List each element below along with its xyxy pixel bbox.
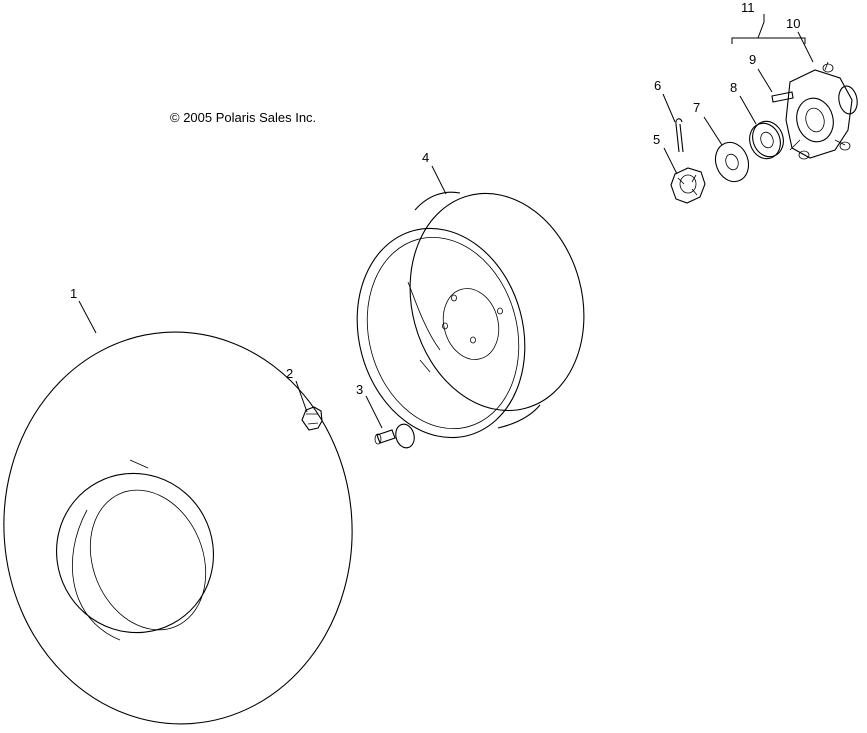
callout-2: 2: [286, 366, 293, 381]
leader-9: [757, 68, 773, 93]
callout-5: 5: [653, 132, 660, 147]
callout-labels: 1 2 3 4 5 6 7 8 9 10 11: [70, 0, 800, 397]
leader-1: [78, 300, 97, 334]
leader-4: [431, 165, 447, 195]
castle-nut-icon: [670, 167, 706, 204]
callout-1: 1: [70, 286, 77, 301]
leader-3: [365, 395, 383, 429]
callout-7: 7: [693, 100, 700, 115]
leader-10: [797, 31, 814, 63]
wheel-hub-icon: [785, 61, 858, 160]
leader-7: [703, 116, 723, 146]
leader-2: [295, 380, 308, 413]
callout-10: 10: [786, 16, 800, 31]
cotter-pin-icon: [675, 118, 684, 153]
leader-8: [739, 95, 757, 125]
tire-icon: [3, 331, 353, 725]
leader-lines: [78, 31, 814, 429]
wheel-rim-icon: [356, 191, 585, 439]
callout-3: 3: [356, 382, 363, 397]
callout-9: 9: [749, 52, 756, 67]
washer-icon: [714, 141, 750, 183]
callout-4: 4: [422, 150, 429, 165]
leader-6: [662, 93, 676, 123]
spacer-washer-icon: [749, 120, 784, 160]
hub-assembly-bracket-icon: [731, 14, 806, 44]
leader-5: [663, 147, 678, 175]
valve-nut-icon: [301, 406, 323, 431]
callout-11: 11: [741, 0, 755, 15]
wheel-stud-icon: [771, 91, 794, 103]
valve-stem-icon: [374, 423, 415, 449]
callout-6: 6: [654, 78, 661, 93]
callout-8: 8: [730, 80, 737, 95]
copyright-text: © 2005 Polaris Sales Inc.: [170, 110, 316, 125]
